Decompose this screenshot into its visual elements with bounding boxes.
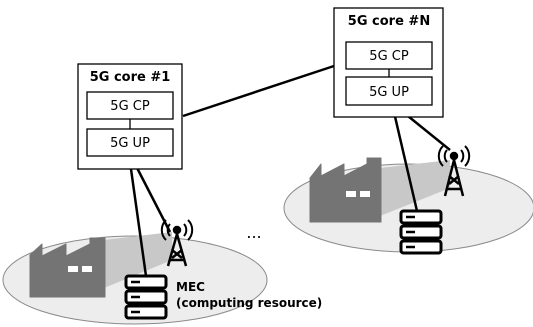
core-n-title: 5G core #N — [348, 14, 430, 29]
core-n-up-label: 5G UP — [369, 85, 409, 100]
core-1-box: 5G core #1 5G CP 5G UP — [77, 63, 183, 170]
server-stack-icon — [399, 209, 443, 255]
factory-icon — [29, 237, 106, 298]
site-1-coverage-beam — [104, 232, 172, 288]
site-n-coverage-beam — [380, 160, 450, 216]
core-n-cp-label: 5G CP — [369, 49, 409, 64]
mec-label: MEC — [176, 280, 205, 294]
core-1-cp-label: 5G CP — [110, 99, 150, 114]
core-n-box: 5G core #N 5G CP 5G UP — [333, 7, 444, 118]
mec-description: (computing resource) — [176, 296, 322, 310]
cell-tower-icon — [437, 145, 471, 197]
server-stack-icon — [124, 274, 168, 320]
cell-tower-icon — [160, 219, 194, 267]
ellipsis: ... — [246, 223, 261, 242]
core-1-up-label: 5G UP — [110, 136, 150, 151]
factory-icon — [309, 157, 382, 223]
core-1-title: 5G core #1 — [90, 70, 171, 85]
